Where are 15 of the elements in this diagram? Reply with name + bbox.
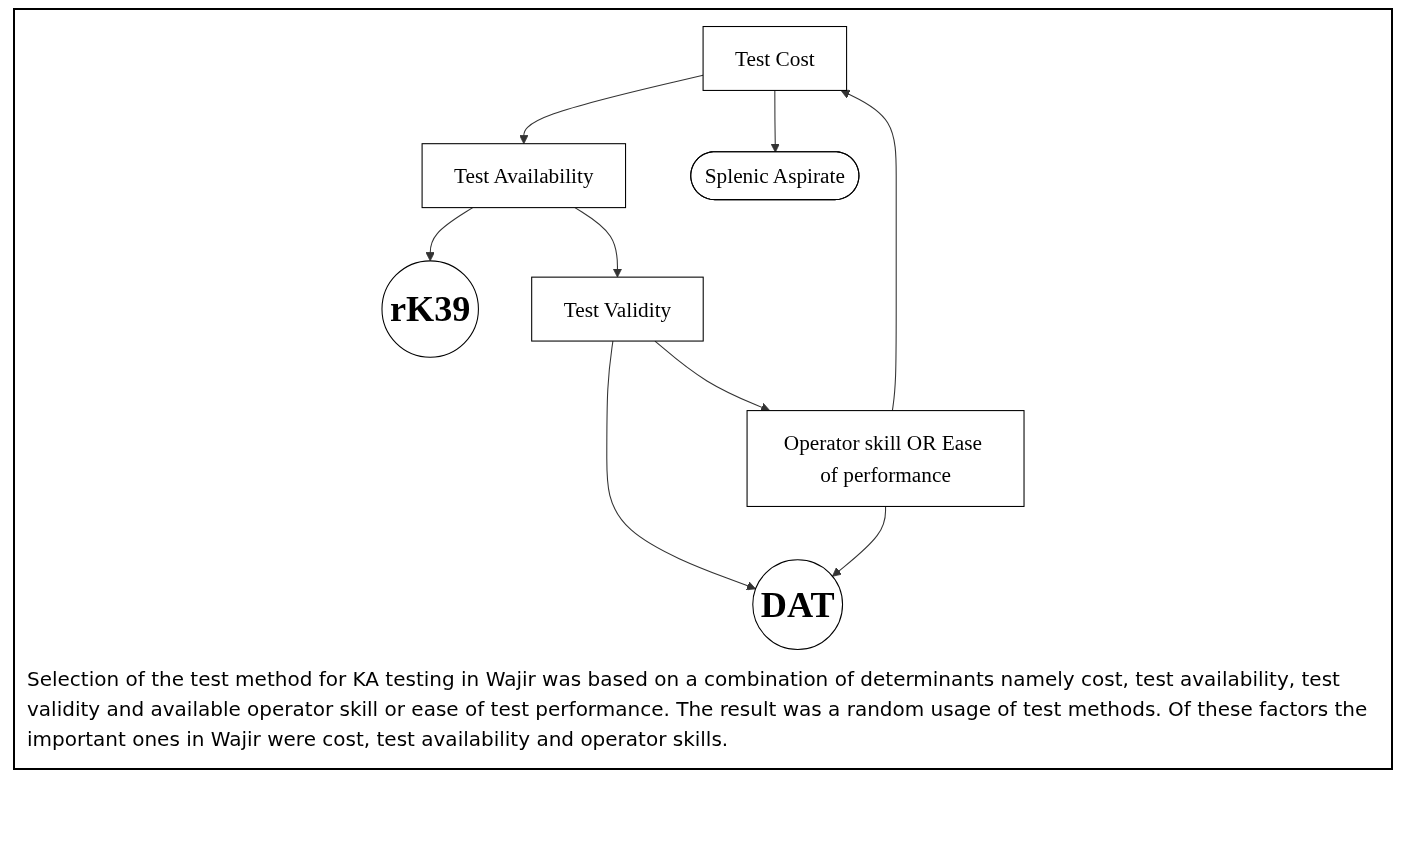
caption: Selection of the test method for KA testing in Wajir was based on a combination of determinants namely cost, test availability, test validity and available operator skill or ease of test performance. The result was a random usage of test methods. Of these factors the important ones in Wajir were cost, test availability and operator skills. [27,666,1369,753]
node-box: Test Cost [702,26,848,91]
node-circle: DAT [752,559,844,650]
arrow [425,207,474,262]
arrow [519,74,704,145]
arrow [606,340,757,591]
arrow [770,89,780,153]
arrow [832,505,887,577]
arrow [574,207,623,278]
node-box: Test Availability [421,143,627,209]
node-box: Operator skill OR Ease of performance [746,410,1025,507]
arrow [840,89,897,412]
node-circle: rK39 [381,260,479,358]
arrow [654,340,771,412]
node-box: Test Validity [531,276,704,342]
